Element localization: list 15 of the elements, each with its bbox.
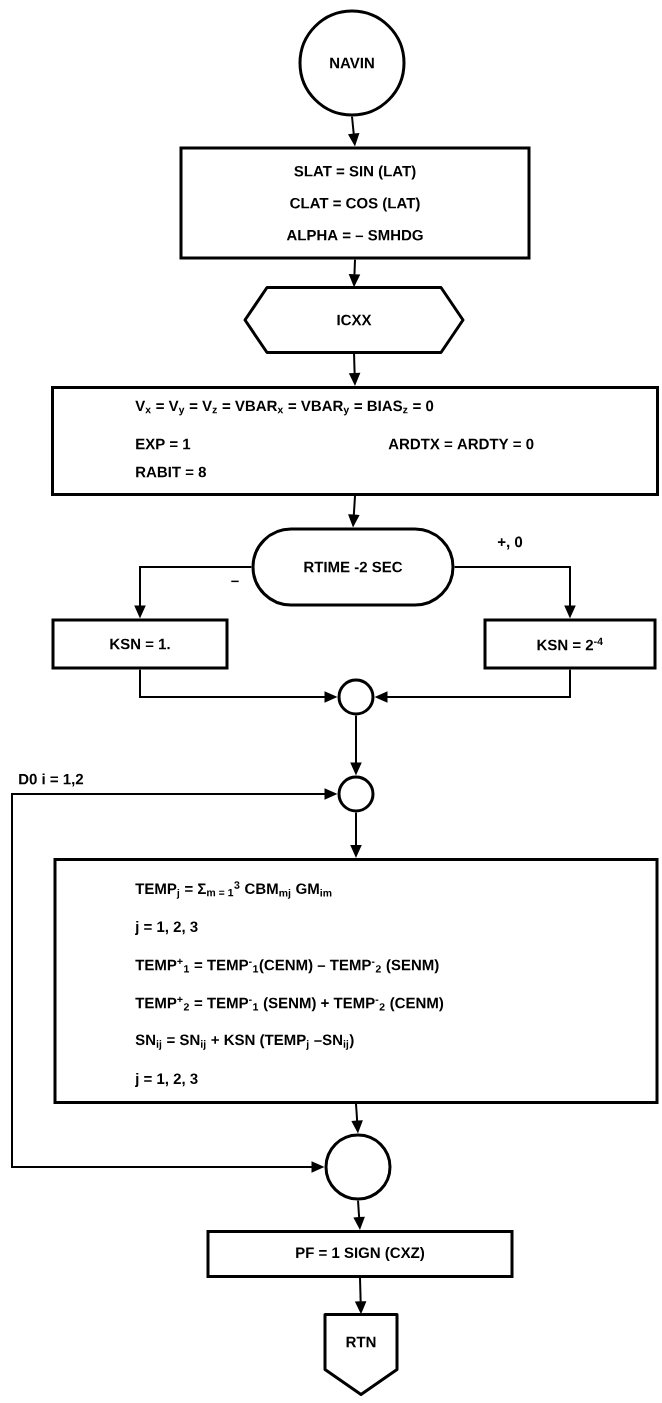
process-box: TEMP$_{j}$ = Σ$_{m = 1}$$^{3}$ CBM$_{mj}$ GM$_{im}$ j = 1, 2, 3 TEMP$^{+}$$_{1}$ = TEMP$^{-}$$_{1}$(CENM) – TEMP$^{-}$$_{2}$ (SENM) TEMP$^{+}$$_{2}$ = TEMP$^{-}$$_{1}$ (SENM) + TEMP$^{-}$$_{2}$ (CENM) SN$_{ij}$ = SN$_{ij}$ + KSN (TEMP$_{j}$ –SN$_{ij}$) j = 1, 2, 3 [53, 858, 659, 1104]
preparation-hexagon: ICXX [243, 286, 465, 354]
process-box: V$_{x}$ = V$_{y}$ = V$_{z}$ = VBAR$_{x}$ = VBAR$_{y}$ = BIAS$_{z}$ = 0 EXP = 1 ARDTX = ARDTY = 0 RABIT = 8 [51, 386, 659, 496]
offpage-connector: RTN [323, 1313, 399, 1396]
process-box: KSN = 2$^{-4}$ [483, 618, 657, 670]
connector-circle [324, 1133, 392, 1201]
process-box: KSN = 1. [51, 618, 229, 670]
process-box: SLAT = SIN (LAT) CLAT = COS (LAT) ALPHA = – SMHDG [179, 146, 531, 260]
edge-label: D0 i = 1,2 [17, 772, 85, 788]
process-box: PF = 1 SIGN (CXZ) [206, 1230, 514, 1278]
connector-circle [337, 775, 375, 813]
edge-label: +, 0 [496, 535, 524, 551]
decision-box: RTIME -2 SEC [251, 527, 455, 607]
connector-circle [337, 678, 375, 716]
edge-label: – [229, 579, 241, 587]
